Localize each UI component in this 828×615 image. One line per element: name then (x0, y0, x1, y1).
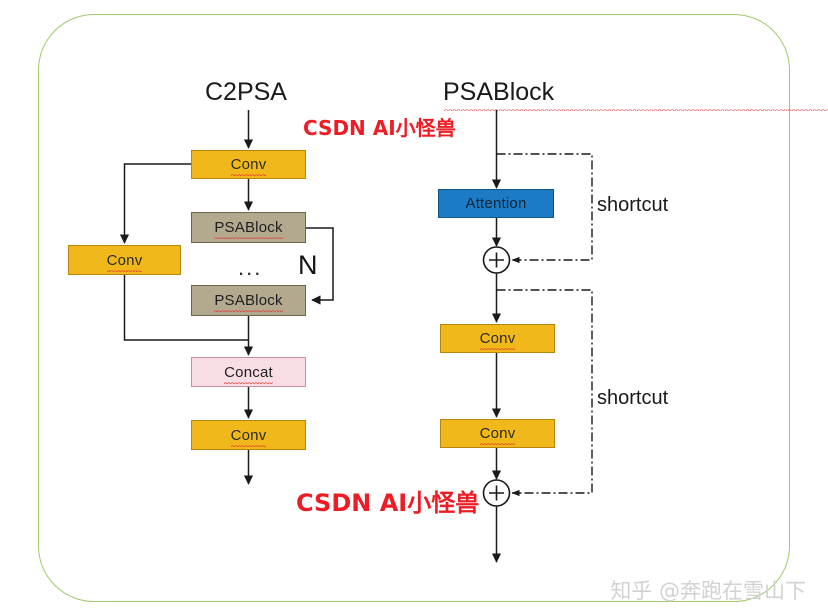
block-conv-right-2[interactable]: Conv (440, 419, 555, 448)
block-psablock-last[interactable]: PSABlock (191, 285, 306, 316)
block-conv-out[interactable]: Conv (191, 420, 306, 450)
block-label: PSABlock (214, 292, 283, 312)
shortcut-label-top: shortcut (597, 194, 669, 216)
block-label: Attention (465, 195, 527, 212)
block-attention[interactable]: Attention (438, 189, 554, 218)
block-concat[interactable]: Concat (191, 357, 306, 387)
watermark-bottom: CSDN AI小怪兽 (296, 489, 480, 517)
block-label: Conv (230, 156, 267, 176)
block-label: Concat (224, 363, 273, 384)
block-label: PSABlock (214, 219, 283, 239)
block-label: Conv (106, 251, 143, 272)
block-label: Conv (479, 425, 516, 445)
block-conv-top[interactable]: Conv (191, 150, 306, 179)
block-label: Conv (479, 330, 516, 350)
block-label: Conv (230, 426, 267, 447)
diagram-title-psablock: PSABlock (443, 80, 828, 111)
diagram-title-c2psa: C2PSA (205, 78, 287, 106)
block-conv-branch[interactable]: Conv (68, 245, 181, 275)
block-conv-right-1[interactable]: Conv (440, 324, 555, 353)
repeat-count-label: N (298, 250, 318, 280)
shortcut-label-bottom: shortcut (597, 387, 669, 409)
attribution-text: 知乎 @奔跑在雪山下 (610, 579, 806, 603)
repeat-ellipsis: ... (238, 255, 263, 280)
block-psablock-first[interactable]: PSABlock (191, 212, 306, 243)
watermark-top: CSDN AI小怪兽 (303, 116, 456, 140)
